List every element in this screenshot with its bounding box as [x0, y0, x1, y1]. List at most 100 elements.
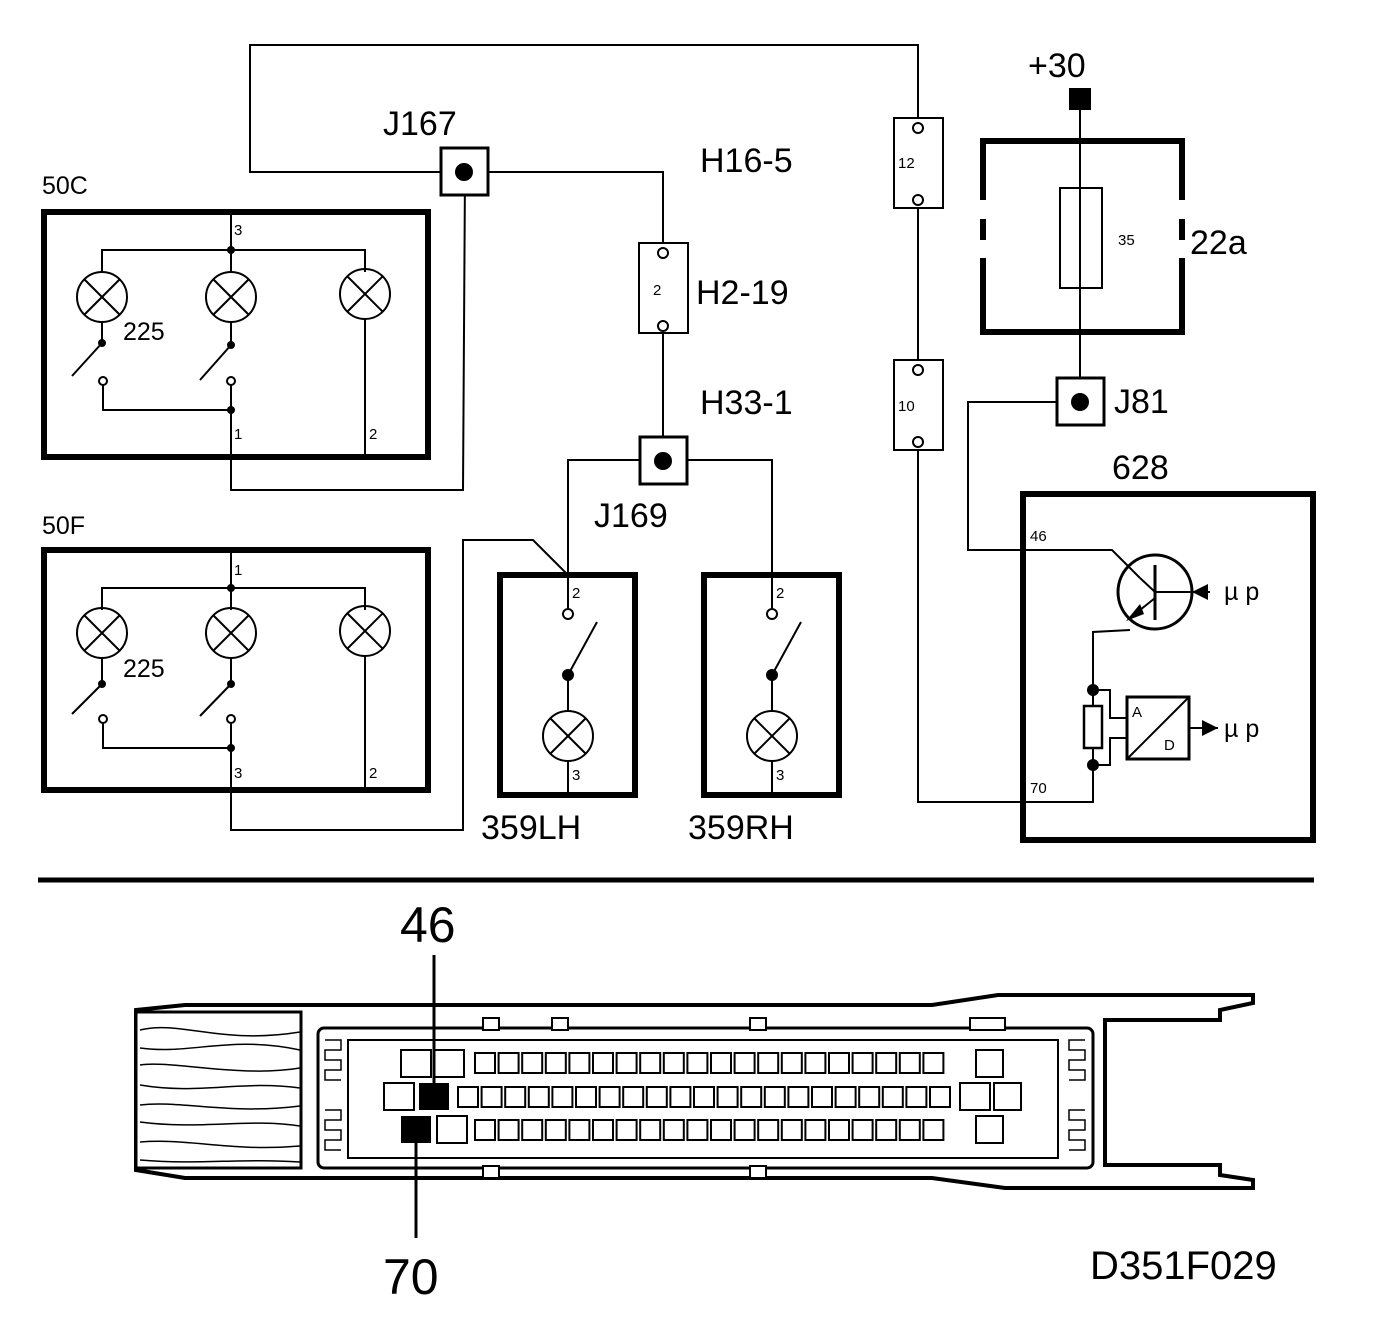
pin-cavity — [598, 1086, 621, 1108]
mu-p-label: µ p — [1224, 578, 1259, 606]
adc-icon: A D — [1125, 695, 1218, 761]
bulb-icon — [339, 268, 391, 320]
pin-cavity — [922, 1119, 945, 1141]
pin-cavity — [851, 1052, 874, 1074]
pin-cavity — [645, 1086, 668, 1108]
pin-cavity — [757, 1052, 780, 1074]
component-359lh: 2 3 359LH — [481, 572, 638, 847]
pin-cavity — [993, 1082, 1022, 1111]
junction-j169: J169 — [594, 435, 689, 535]
pin-cavity — [875, 1052, 898, 1074]
pin-cavity — [929, 1086, 951, 1108]
pin-cavity — [763, 1086, 786, 1108]
pin-46-label: 46 — [1030, 528, 1047, 545]
label-22a: 22a — [1190, 224, 1247, 262]
component-628: 628 46 70 µ p A D µ — [1020, 449, 1316, 843]
pin-cavity — [804, 1119, 827, 1141]
label-h2-19: H2-19 — [696, 274, 789, 312]
pin-cavity — [875, 1119, 898, 1141]
pin-cavity — [858, 1086, 881, 1108]
pin-cavity — [575, 1086, 597, 1108]
pin-cavity — [881, 1086, 904, 1108]
pin-cavity — [615, 1052, 638, 1074]
pin-cavity — [710, 1052, 732, 1074]
terminal-icon — [1069, 88, 1091, 110]
pin-cavity — [527, 1086, 550, 1108]
fuse-rating: 35 — [1118, 232, 1135, 249]
pin-cavity — [457, 1086, 479, 1108]
pin-cavity — [804, 1052, 827, 1074]
pin-cavity — [497, 1119, 520, 1141]
component-50c: 50C 225 3 1 2 — [41, 172, 431, 460]
pin-cavity — [504, 1086, 527, 1108]
pin-cavity — [662, 1052, 685, 1074]
pin-cavity — [710, 1119, 732, 1141]
pin-cavity — [787, 1086, 810, 1108]
pin-cavity — [400, 1049, 432, 1078]
pin-cavity — [905, 1086, 928, 1108]
pin-cavity — [898, 1119, 921, 1141]
label-225: 225 — [123, 318, 165, 346]
pin-cavity — [733, 1119, 756, 1141]
pin-label: 3 — [234, 765, 242, 782]
pin-cavity — [480, 1086, 503, 1108]
label-h16-5: H16-5 — [700, 142, 793, 180]
pin-cavity — [592, 1119, 614, 1141]
pin-cavity — [436, 1115, 468, 1144]
pin-label: 2 — [776, 585, 784, 602]
pin-label: 3 — [776, 767, 784, 784]
ecu-connector-view: 46 70 — [134, 897, 1255, 1305]
bulb-icon — [339, 605, 391, 657]
component-359rh: 2 3 359RH — [688, 572, 842, 847]
junction-j81: J81 — [1055, 376, 1169, 427]
pin-cavity — [521, 1119, 544, 1141]
pin-cavity — [828, 1119, 850, 1141]
pin-cavity — [716, 1086, 739, 1108]
pin-label: 2 — [369, 426, 377, 443]
pin-cavity — [922, 1052, 945, 1074]
pin-cavity — [898, 1052, 921, 1074]
label-50c: 50C — [42, 172, 88, 200]
pin-cavities — [383, 1049, 1022, 1144]
pin-cavity — [544, 1052, 567, 1074]
figure-id: D351F029 — [1090, 1244, 1277, 1288]
bulb-icon — [76, 271, 128, 323]
conn-pin-label: 12 — [898, 155, 915, 172]
junction-j167: J167 — [383, 105, 490, 197]
pin-cavity — [686, 1052, 709, 1074]
pin-cavity — [780, 1119, 803, 1141]
pin-cavity — [851, 1119, 874, 1141]
bulb-icon — [205, 607, 257, 659]
adc-d-label: D — [1164, 737, 1175, 754]
pin-cavity — [544, 1119, 567, 1141]
pin-cavity — [834, 1086, 857, 1108]
adc-a-label: A — [1132, 704, 1142, 721]
pin-cavity — [811, 1086, 833, 1108]
pin-cavity — [592, 1052, 614, 1074]
label-359rh: 359RH — [688, 809, 794, 847]
label-225: 225 — [123, 655, 165, 683]
plug-46-label: 46 — [400, 897, 456, 953]
pin-cavity — [622, 1086, 645, 1108]
connector-10: 10 — [893, 359, 944, 451]
wires — [230, 44, 1141, 831]
pin-cavity — [521, 1052, 544, 1074]
pin-cavity — [669, 1086, 692, 1108]
pin-cavity — [639, 1052, 662, 1074]
label-j169: J169 — [594, 497, 668, 535]
label-plus30: +30 — [1028, 47, 1086, 85]
label-j81: J81 — [1114, 383, 1169, 421]
conn-pin-label: 10 — [898, 398, 915, 415]
pin-cavity — [551, 1086, 574, 1108]
bulb-icon — [205, 271, 257, 323]
pin-cavity — [568, 1052, 591, 1074]
bulb-icon — [76, 607, 128, 659]
bulb-icon — [542, 710, 594, 762]
pin-cavity — [383, 1082, 415, 1111]
pin-label: 1 — [234, 562, 242, 579]
label-h33-1: H33-1 — [700, 384, 793, 422]
bulb-icon — [746, 710, 798, 762]
plug-70-label: 70 — [383, 1249, 439, 1305]
pin-70-label: 70 — [1030, 780, 1047, 797]
